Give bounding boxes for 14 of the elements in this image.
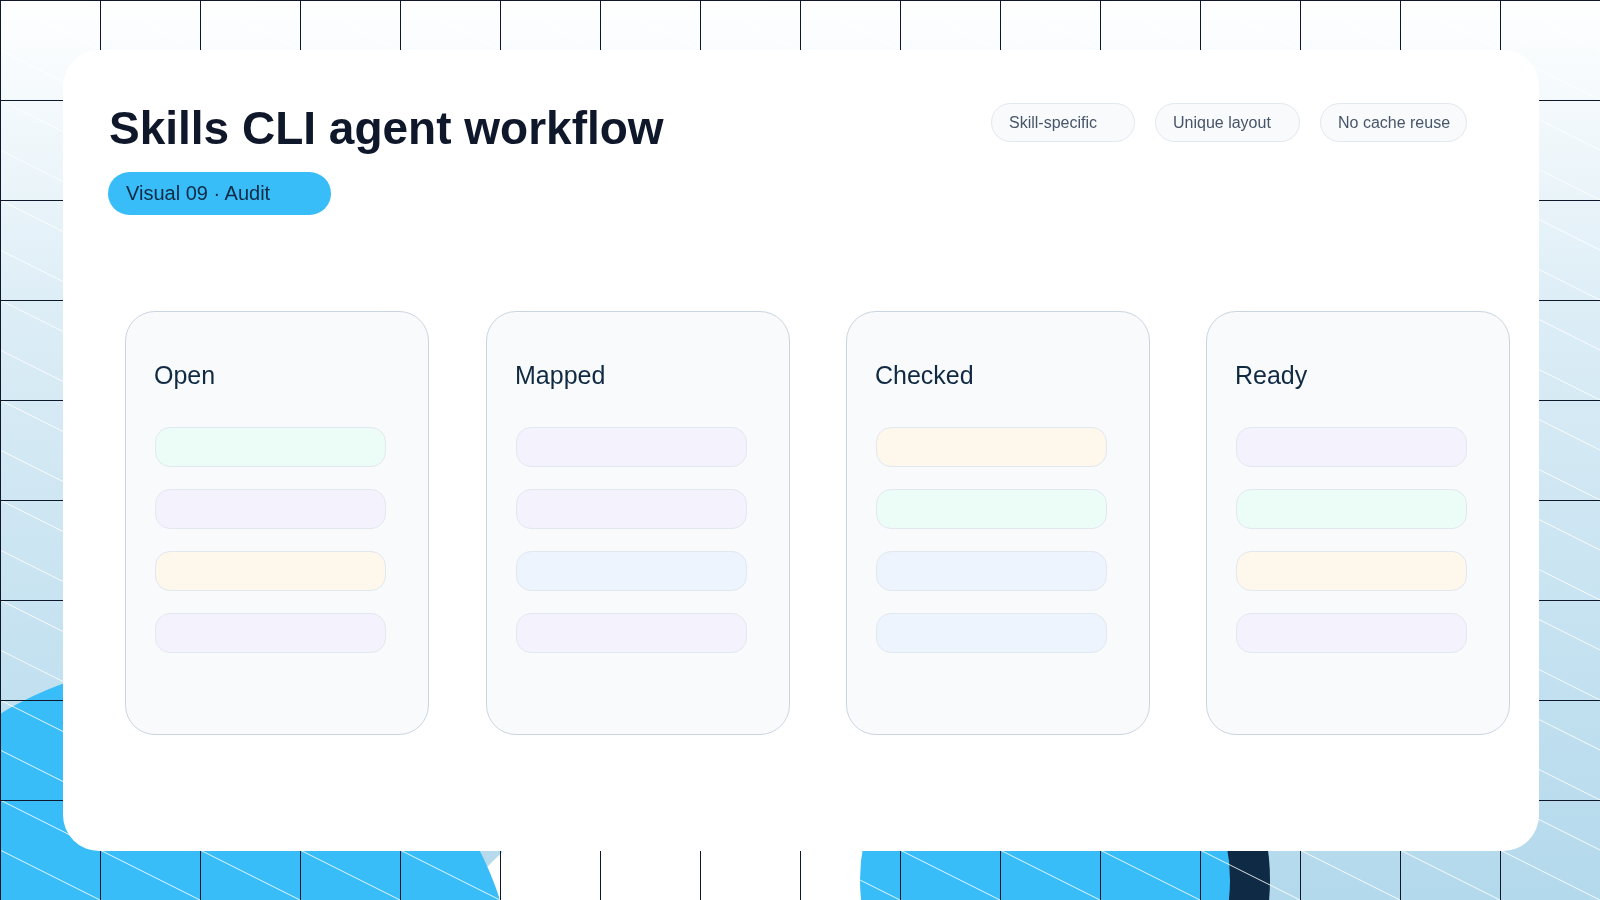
tag-chip: Skill-specific [991, 103, 1135, 142]
column-heading: Mapped [515, 360, 606, 390]
column-panel [846, 311, 1150, 735]
empty-card [1236, 551, 1467, 591]
column-heading: Checked [875, 360, 974, 390]
tag-chip: Unique layout [1155, 103, 1300, 142]
empty-card [876, 427, 1107, 467]
tag-chip: No cache reuse [1320, 103, 1468, 142]
column-heading: Ready [1235, 360, 1308, 390]
badge: Visual 09 · Audit [108, 172, 331, 215]
column-panel [486, 311, 790, 735]
column-heading: Open [154, 360, 216, 390]
page-title: Skills CLI agent workflow [109, 101, 664, 155]
column-panel [1206, 311, 1510, 735]
